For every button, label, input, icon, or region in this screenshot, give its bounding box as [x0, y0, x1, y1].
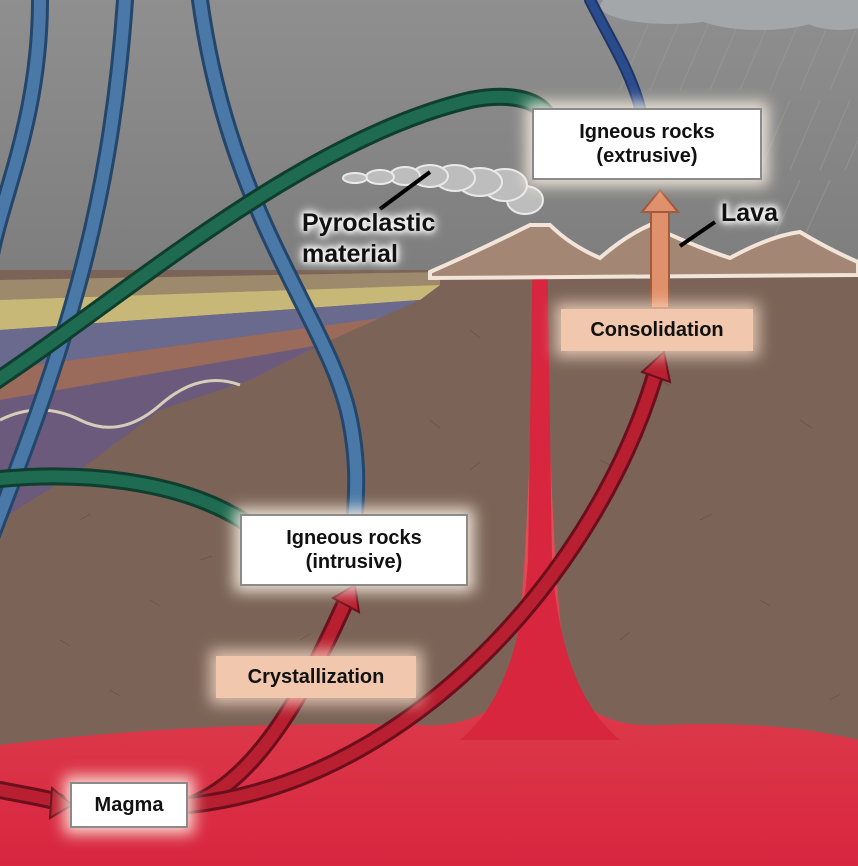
- extrusive-line1: Igneous rocks: [579, 121, 715, 143]
- weathering-arrows: [0, 0, 646, 540]
- consolidation-label: Consolidation: [561, 309, 753, 351]
- metamorphic-layer: [0, 345, 320, 520]
- process-arrowheads: [48, 350, 672, 820]
- magma-conduit: [460, 230, 620, 740]
- pyroclastic-line1: Pyroclastic: [302, 209, 436, 237]
- igneous-rocks-extrusive-label: Igneous rocks (extrusive): [532, 108, 762, 180]
- intrusive-line1: Igneous rocks: [286, 527, 422, 549]
- pyroclastic-line2: material: [302, 240, 398, 268]
- crystallization-label: Crystallization: [216, 656, 416, 698]
- pyroclastic-material-label: Pyroclastic material: [302, 208, 482, 270]
- extrusive-line2: (extrusive): [596, 145, 698, 167]
- sediment-layer-red: [0, 318, 380, 400]
- lava-pointer: [678, 220, 717, 248]
- sediment-arrows: [0, 87, 554, 531]
- igneous-rocks-intrusive-label: Igneous rocks (intrusive): [240, 514, 468, 586]
- magma-label: Magma: [70, 782, 188, 828]
- pyroclastic-pointer: [378, 170, 432, 211]
- rain: [619, 19, 858, 236]
- intrusive-line2: (intrusive): [305, 551, 403, 573]
- consolidation-arrow: [639, 188, 681, 309]
- lava-label: Lava: [721, 199, 778, 227]
- pyroclastic-cloud: [342, 164, 544, 215]
- process-arrows: [0, 366, 664, 814]
- storm-clouds: [600, 0, 858, 30]
